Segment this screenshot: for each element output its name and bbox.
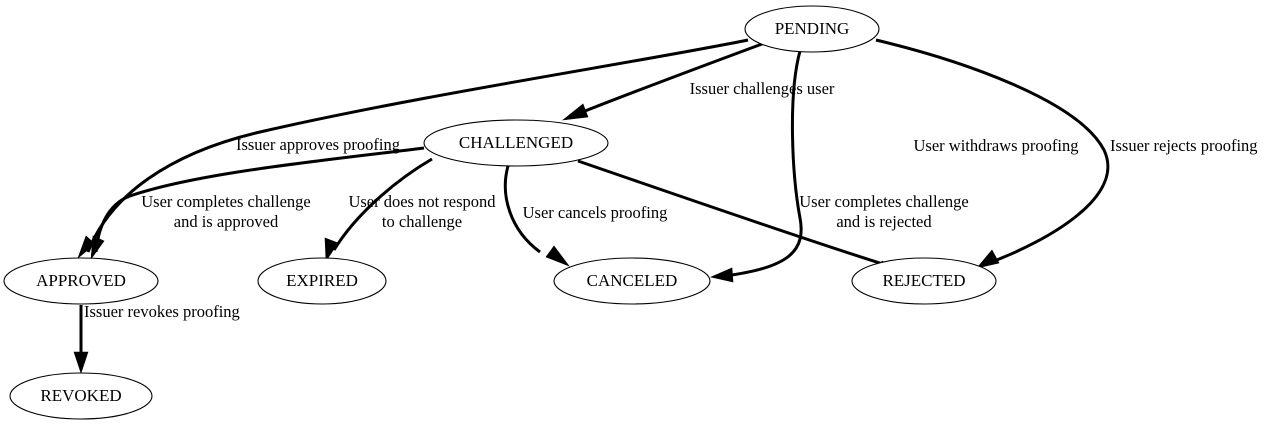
node-pending-ellipse — [744, 5, 880, 53]
edge-approved-revoked-label: Issuer revokes proofing — [84, 302, 240, 321]
edge-pending-approved-arrowhead — [77, 235, 96, 259]
edge-challenged-rejected-label-line1: User completes challenge — [799, 192, 969, 211]
edge-challenged-canceled-arrowhead — [545, 245, 570, 267]
edge-challenged-approved-label-line2: and is approved — [174, 212, 279, 231]
edge-challenged-approved[interactable]: User completes challenge and is approved — [90, 146, 425, 261]
edge-approved-revoked[interactable]: Issuer revokes proofing — [73, 302, 240, 374]
node-challenged-label: CHALLENGED — [459, 133, 573, 152]
node-pending-label: PENDING — [775, 19, 850, 38]
node-rejected-label: REJECTED — [882, 271, 965, 290]
node-challenged-ellipse — [423, 119, 609, 167]
edge-pending-canceled-path — [723, 50, 803, 278]
edge-pending-challenged[interactable]: Issuer challenges user — [561, 42, 835, 121]
edge-pending-challenged-path — [574, 42, 763, 117]
node-approved[interactable]: APPROVED — [3, 257, 159, 305]
node-canceled-label: CANCELED — [587, 271, 678, 290]
edge-challenged-canceled-path — [503, 165, 541, 254]
edge-pending-challenged-arrowhead — [561, 103, 589, 121]
edge-pending-approved-path — [86, 38, 749, 253]
node-canceled[interactable]: CANCELED — [553, 257, 711, 305]
edge-challenged-expired-label-line1: User does not respond — [348, 192, 496, 211]
edge-challenged-canceled-label: User cancels proofing — [523, 203, 668, 222]
edge-pending-canceled[interactable]: User withdraws proofing — [710, 50, 1079, 283]
edge-challenged-expired[interactable]: User does not respond to challenge — [324, 157, 496, 262]
edge-challenged-canceled[interactable]: User cancels proofing — [503, 165, 668, 267]
node-revoked[interactable]: REVOKED — [9, 372, 153, 420]
edge-challenged-rejected-label-line2: and is rejected — [836, 212, 932, 231]
node-rejected[interactable]: REJECTED — [851, 257, 997, 305]
node-rejected-ellipse — [851, 257, 997, 305]
edge-pending-rejected-label: Issuer rejects proofing — [1110, 136, 1258, 155]
edge-challenged-expired-label-line2: to challenge — [382, 212, 462, 231]
edge-challenged-approved-path — [94, 146, 425, 253]
node-revoked-label: REVOKED — [40, 386, 121, 405]
node-approved-label: APPROVED — [36, 271, 126, 290]
edge-pending-approved[interactable]: Issuer approves proofing — [77, 38, 749, 259]
edge-challenged-approved-label-line1: User completes challenge — [141, 192, 311, 211]
edge-challenged-approved-arrowhead — [90, 235, 105, 261]
node-expired-ellipse — [257, 257, 387, 305]
edge-challenged-rejected-path — [577, 159, 887, 267]
edge-challenged-expired-path — [332, 157, 433, 251]
node-canceled-ellipse — [553, 257, 711, 305]
edge-pending-rejected-path — [875, 38, 1110, 265]
node-expired[interactable]: EXPIRED — [257, 257, 387, 305]
node-challenged[interactable]: CHALLENGED — [423, 119, 609, 167]
node-revoked-ellipse — [9, 372, 153, 420]
node-expired-label: EXPIRED — [286, 271, 358, 290]
edge-pending-approved-label: Issuer approves proofing — [236, 135, 400, 154]
edge-pending-canceled-arrowhead — [710, 267, 734, 283]
node-pending[interactable]: PENDING — [744, 5, 880, 53]
edge-approved-revoked-arrowhead — [73, 351, 89, 374]
edge-pending-rejected-arrowhead — [976, 249, 1000, 269]
edge-pending-challenged-label: Issuer challenges user — [690, 79, 835, 98]
node-approved-ellipse — [3, 257, 159, 305]
edge-challenged-rejected[interactable]: User completes challenge and is rejected — [577, 159, 969, 275]
edge-challenged-expired-arrowhead — [324, 237, 339, 262]
edge-pending-canceled-label: User withdraws proofing — [914, 136, 1079, 155]
edge-pending-rejected[interactable]: Issuer rejects proofing — [875, 38, 1258, 269]
